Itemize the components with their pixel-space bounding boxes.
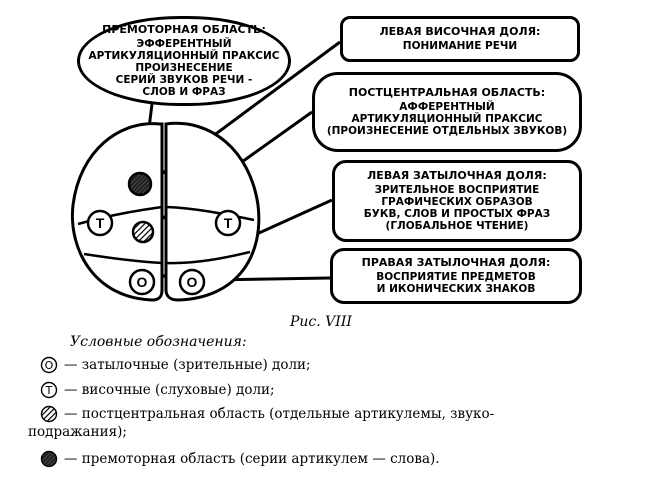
right-occipital-divider <box>165 250 251 265</box>
left-occipital-title: ЛЕВАЯ ЗАТЫЛОЧНАЯ ДОЛЯ: <box>367 169 547 182</box>
left-occipital-line: (ГЛОБАЛЬНОЕ ЧТЕНИЕ) <box>385 220 529 232</box>
legend-postcentral-text-cont: подражания); <box>28 424 127 440</box>
legend-title: Условные обозначения: <box>70 334 247 350</box>
legend-occipital-text: — затылочные (зрительные) доли; <box>64 357 311 373</box>
postcentral-line: (ПРОИЗНЕСЕНИЕ ОТДЕЛЬНЫХ ЗВУКОВ) <box>326 125 568 137</box>
occipital-symbol-icon: O <box>40 356 58 374</box>
temporal-line: ПОНИМАНИЕ РЕЧИ <box>402 40 518 52</box>
hatched-symbol-icon <box>40 405 58 423</box>
legend-temporal-text: — височные (слуховые) доли; <box>64 382 275 398</box>
right-central-sulcus <box>165 205 255 222</box>
left-occipital-line: БУКВ, СЛОВ И ПРОСТЫХ ФРАЗ <box>363 208 551 220</box>
premotor-line: ЭФФЕРЕНТНЫЙ <box>136 38 232 50</box>
legend-item-temporal: T — височные (слуховые) доли; <box>40 381 275 399</box>
svg-text:T: T <box>45 384 53 397</box>
postcentral-line: АРТИКУЛЯЦИОННЫЙ ПРАКСИС <box>351 113 543 125</box>
postcentral-callout: ПОСТЦЕНТРАЛЬНАЯ ОБЛАСТЬ: АФФЕРЕНТНЫЙ АРТ… <box>312 72 582 152</box>
premotor-title: ПРЕМОТОРНАЯ ОБЛАСТЬ: <box>102 23 266 36</box>
left-occipital-line: ЗРИТЕЛЬНОЕ ВОСПРИЯТИЕ <box>374 184 540 196</box>
left-temporal-label: T <box>96 215 105 231</box>
premotor-line: АРТИКУЛЯЦИОННЫЙ ПРАКСИС <box>88 50 280 62</box>
right-temporal-marker <box>214 209 242 237</box>
premotor-line: СЛОВ И ФРАЗ <box>142 86 226 98</box>
right-occipital-marker <box>178 268 206 296</box>
postcentral-hatched-marker <box>131 220 155 244</box>
right-temporal-label: T <box>224 215 233 231</box>
legend-item-postcentral-cont: подражания); <box>28 424 127 440</box>
right-occipital-callout: ПРАВАЯ ЗАТЫЛОЧНАЯ ДОЛЯ: ВОСПРИЯТИЕ ПРЕДМ… <box>330 248 582 304</box>
svg-text:O: O <box>45 359 54 372</box>
legend-item-occipital: O — затылочные (зрительные) доли; <box>40 356 311 374</box>
legend-premotor-text: — премоторная область (серии артикулем —… <box>64 451 440 467</box>
premotor-dark-marker <box>127 171 153 197</box>
temporal-symbol-icon: T <box>40 381 58 399</box>
left-occipital-line: ГРАФИЧЕСКИХ ОБРАЗОВ <box>381 196 533 208</box>
left-occipital-callout: ЛЕВАЯ ЗАТЫЛОЧНАЯ ДОЛЯ: ЗРИТЕЛЬНОЕ ВОСПРИ… <box>332 160 582 242</box>
right-occipital-label: O <box>187 274 198 290</box>
left-occipital-marker <box>128 268 156 296</box>
right-occipital-line: И ИКОНИЧЕСКИХ ЗНАКОВ <box>376 283 536 295</box>
postcentral-line: АФФЕРЕНТНЫЙ <box>399 101 495 113</box>
left-temporal-marker <box>86 209 114 237</box>
premotor-line: ПРОИЗНЕСЕНИЕ <box>135 62 233 74</box>
left-occipital-divider <box>83 252 163 265</box>
figure-caption: Рис. VIII <box>290 314 352 330</box>
right-occipital-line: ВОСПРИЯТИЕ ПРЕДМЕТОВ <box>376 271 536 283</box>
temporal-title: ЛЕВАЯ ВИСОЧНАЯ ДОЛЯ: <box>379 25 541 38</box>
legend-item-postcentral: — постцентральная область (отдельные арт… <box>40 405 494 423</box>
postcentral-title: ПОСТЦЕНТРАЛЬНАЯ ОБЛАСТЬ: <box>348 86 546 99</box>
legend-item-premotor: — премоторная область (серии артикулем —… <box>40 450 440 468</box>
premotor-line: СЕРИЙ ЗВУКОВ РЕЧИ - <box>115 74 253 86</box>
left-occipital-label: O <box>137 274 148 290</box>
legend-postcentral-text: — постцентральная область (отдельные арт… <box>64 406 495 422</box>
dark-symbol-icon <box>40 450 58 468</box>
right-occipital-title: ПРАВАЯ ЗАТЫЛОЧНАЯ ДОЛЯ: <box>361 256 551 269</box>
temporal-callout: ЛЕВАЯ ВИСОЧНАЯ ДОЛЯ: ПОНИМАНИЕ РЕЧИ <box>340 16 580 62</box>
premotor-callout: ПРЕМОТОРНАЯ ОБЛАСТЬ: ЭФФЕРЕНТНЫЙ АРТИКУЛ… <box>77 16 291 106</box>
